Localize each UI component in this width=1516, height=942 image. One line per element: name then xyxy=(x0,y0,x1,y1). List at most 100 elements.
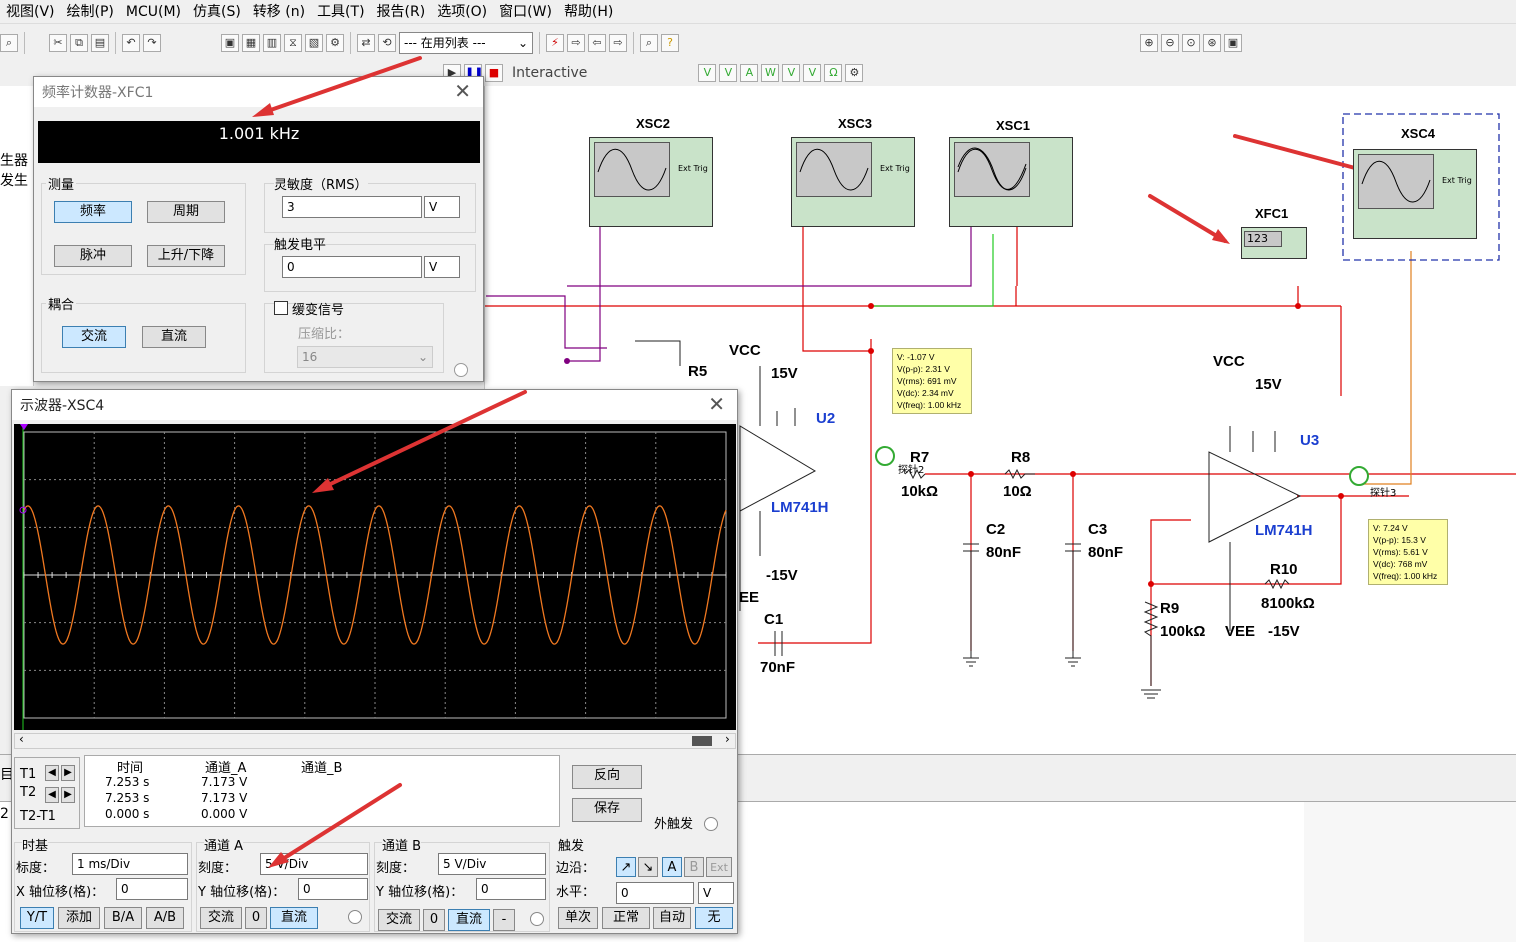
undo-icon[interactable]: ↶ xyxy=(122,34,140,52)
stop-icon[interactable]: ■ xyxy=(485,64,503,82)
menu-draw[interactable]: 绘制(P) xyxy=(66,3,114,20)
xsc2-instrument[interactable]: Ext Trig xyxy=(589,137,713,227)
coupling-ac-button[interactable]: 交流 xyxy=(62,326,126,348)
spreadsheet-icon[interactable]: ▦ xyxy=(242,34,260,52)
menu-simulate[interactable]: 仿真(S) xyxy=(193,3,241,20)
cursor-t1-marker[interactable] xyxy=(20,424,28,430)
find-icon[interactable]: ⌕ xyxy=(640,34,658,52)
chb-zero-button[interactable]: 0 xyxy=(423,909,445,931)
none-button[interactable]: 无 xyxy=(695,907,733,929)
component-wizard-icon[interactable]: ⚙ xyxy=(326,34,344,52)
t1-right-arrow-icon[interactable]: ▶ xyxy=(61,765,75,781)
zoom-out-icon[interactable]: ⊖ xyxy=(1161,34,1179,52)
full-screen-icon[interactable]: ▣ xyxy=(1224,34,1242,52)
zoom-in-icon[interactable]: ⊕ xyxy=(1140,34,1158,52)
compress-select[interactable]: 16 ⌄ xyxy=(297,346,433,368)
transfer-icon[interactable]: ⇨ xyxy=(609,34,627,52)
copy-icon[interactable]: ⧉ xyxy=(70,34,88,52)
chb-radio[interactable] xyxy=(530,912,544,926)
probe-settings-icon[interactable]: ⚙ xyxy=(845,64,864,82)
slow-signal-checkbox[interactable] xyxy=(274,301,288,315)
save-button[interactable]: 保存 xyxy=(572,798,642,822)
help-icon[interactable]: ? xyxy=(661,34,679,52)
close-icon[interactable]: ✕ xyxy=(454,79,471,103)
close-icon[interactable]: ✕ xyxy=(708,392,725,416)
trigger-b-button[interactable]: B xyxy=(684,857,704,877)
t2-left-arrow-icon[interactable]: ◀ xyxy=(45,787,59,803)
database-icon[interactable]: ▥ xyxy=(263,34,281,52)
t1-left-arrow-icon[interactable]: ◀ xyxy=(45,765,59,781)
digital-probe-icon[interactable]: Ω xyxy=(824,64,843,82)
xfc1-instrument[interactable]: 123 xyxy=(1241,227,1307,259)
menu-reports[interactable]: 报告(R) xyxy=(376,3,426,20)
menu-options[interactable]: 选项(O) xyxy=(437,3,488,20)
timebase-scale-input[interactable]: 1 ms/Div xyxy=(72,853,188,875)
period-button[interactable]: 周期 xyxy=(147,201,225,223)
postprocessor-icon[interactable]: ▧ xyxy=(305,34,323,52)
cha-ac-button[interactable]: 交流 xyxy=(200,907,242,929)
trigger-ext-button[interactable]: Ext xyxy=(706,857,732,877)
t2-right-arrow-icon[interactable]: ▶ xyxy=(61,787,75,803)
chb-scale-input[interactable]: 5 V/Div xyxy=(438,853,546,875)
trigger-level-unit[interactable]: V xyxy=(698,882,734,904)
erc-icon[interactable]: ⇄ xyxy=(357,34,375,52)
menu-window[interactable]: 窗口(W) xyxy=(499,3,552,20)
ext-trigger-radio[interactable] xyxy=(704,817,718,831)
xsc3-instrument[interactable]: Ext Trig xyxy=(791,137,915,227)
menu-mcu[interactable]: MCU(M) xyxy=(125,3,181,20)
menu-view[interactable]: 视图(V) xyxy=(6,3,55,20)
chb-ypos-input[interactable]: 0 xyxy=(476,878,546,900)
zoom-area-icon[interactable]: ⊙ xyxy=(1182,34,1200,52)
trigger-level-input[interactable]: 0 xyxy=(282,256,422,278)
ab-button[interactable]: A/B xyxy=(146,907,184,929)
menu-tools[interactable]: 工具(T) xyxy=(317,3,365,20)
menu-help[interactable]: 帮助(H) xyxy=(563,3,614,20)
auto-button[interactable]: 自动 xyxy=(653,907,691,929)
chb-dc-button[interactable]: 直流 xyxy=(448,909,490,931)
print-preview-icon[interactable]: ⌕ xyxy=(0,34,18,52)
rising-edge-icon[interactable]: ↗ xyxy=(616,857,636,877)
sensitivity-input[interactable]: 3 xyxy=(282,196,422,218)
ref-probe-icon[interactable]: V xyxy=(803,64,822,82)
forward-annotate-icon[interactable]: ⇨ xyxy=(567,34,585,52)
back-icon[interactable]: ⇦ xyxy=(588,34,606,52)
xsc1-instrument[interactable] xyxy=(949,137,1073,227)
scroll-thumb[interactable] xyxy=(692,736,712,746)
single-button[interactable]: 单次 xyxy=(558,907,598,929)
reverse-button[interactable]: 反向 xyxy=(572,765,642,789)
trigger-a-button[interactable]: A xyxy=(662,857,682,877)
scope-screen[interactable] xyxy=(14,424,736,730)
grapher-icon[interactable]: ⧖ xyxy=(284,34,302,52)
chb-minus-button[interactable]: - xyxy=(493,909,515,931)
back-annotate-icon[interactable]: ⟲ xyxy=(378,34,396,52)
ba-button[interactable]: B/A xyxy=(104,907,142,929)
voltage-probe-icon[interactable]: V xyxy=(719,64,738,82)
cut-icon[interactable]: ✂ xyxy=(49,34,67,52)
probe-icon[interactable]: ⚡ xyxy=(546,34,564,52)
chb-ac-button[interactable]: 交流 xyxy=(378,909,420,931)
trigger-level-unit[interactable]: V xyxy=(424,256,460,278)
scope-scrollbar[interactable]: ‹ › xyxy=(14,732,736,749)
rise-fall-button[interactable]: 上升/下降 xyxy=(147,245,225,267)
cha-ypos-input[interactable]: 0 xyxy=(298,878,368,900)
cha-zero-button[interactable]: 0 xyxy=(245,907,267,929)
in-use-list-dropdown[interactable]: --- 在用列表 --- ⌄ xyxy=(399,32,533,54)
voltmeter-probe-icon[interactable]: V xyxy=(698,64,717,82)
interactive-label[interactable]: Interactive xyxy=(512,65,588,81)
xfc1-titlebar[interactable]: 频率计数器-XFC1 ✕ xyxy=(34,77,483,107)
menu-transfer[interactable]: 转移 (n) xyxy=(252,3,306,20)
xsc4-titlebar[interactable]: 示波器-XSC4 ✕ xyxy=(12,390,737,420)
pulse-button[interactable]: 脉冲 xyxy=(54,245,132,267)
schematic-canvas[interactable]: XSC2 Ext Trig XSC3 Ext Trig XSC1 XSC4 Ex… xyxy=(484,86,1516,754)
freq-button[interactable]: 频率 xyxy=(54,201,132,223)
scroll-right-icon[interactable]: › xyxy=(725,732,730,746)
x-pos-input[interactable]: 0 xyxy=(116,878,188,900)
scroll-left-icon[interactable]: ‹ xyxy=(19,732,24,746)
diff-probe-icon[interactable]: V xyxy=(782,64,801,82)
cha-scale-input[interactable]: 5 V/Div xyxy=(260,853,368,875)
xfc1-resize-radio[interactable] xyxy=(454,363,468,377)
add-button[interactable]: 添加 xyxy=(58,907,100,929)
sensitivity-unit[interactable]: V xyxy=(424,196,460,218)
normal-button[interactable]: 正常 xyxy=(602,907,650,929)
xsc4-instrument[interactable]: Ext Trig xyxy=(1353,149,1477,239)
